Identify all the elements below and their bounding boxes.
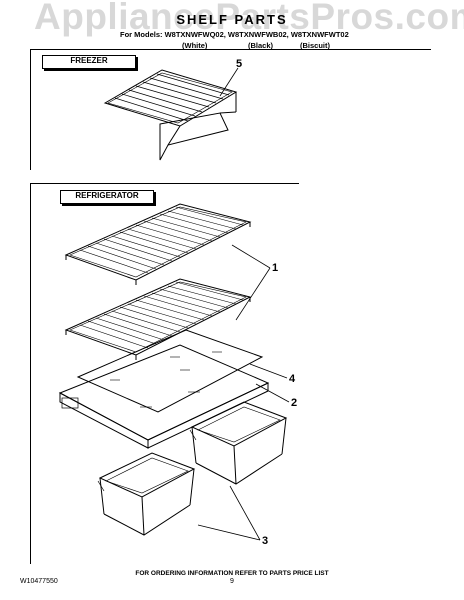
refrigerator-wire-shelf-lower: [64, 278, 252, 360]
callout-1: 1: [272, 262, 279, 274]
glass-shelf: [76, 329, 264, 413]
crisper-cover-frame: [58, 344, 270, 449]
crisper-drawer-left: [97, 452, 196, 536]
freezer-label: FREEZER: [42, 55, 136, 69]
leader-lines: [197, 244, 290, 541]
page-title: SHELF PARTS: [176, 12, 288, 27]
refrigerator-label: REFRIGERATOR: [60, 190, 154, 204]
models-line: For Models: W8TXNWFWQ02, W8TXNWFWB02, W8…: [120, 30, 349, 39]
refrigerator-section-frame: [30, 183, 299, 564]
variant-white: (White): [182, 41, 208, 50]
callout-4: 4: [289, 373, 296, 385]
callout-5: 5: [236, 58, 243, 70]
freezer-wire-shelf: [103, 67, 239, 161]
page-number: 9: [230, 578, 234, 585]
watermark: AppliancePartsPros.com: [34, 0, 464, 37]
refrigerator-wire-shelf-upper: [64, 203, 252, 285]
callout-3: 3: [262, 535, 269, 547]
ordering-footer: FOR ORDERING INFORMATION REFER TO PARTS …: [135, 570, 329, 577]
crisper-drawer-right: [189, 401, 288, 485]
variant-biscuit: (Biscuit): [300, 41, 330, 50]
callout-2: 2: [291, 397, 298, 409]
document-number: W10477550: [20, 578, 58, 585]
variant-black: (Black): [248, 41, 274, 50]
freezer-section-frame: [30, 49, 431, 170]
